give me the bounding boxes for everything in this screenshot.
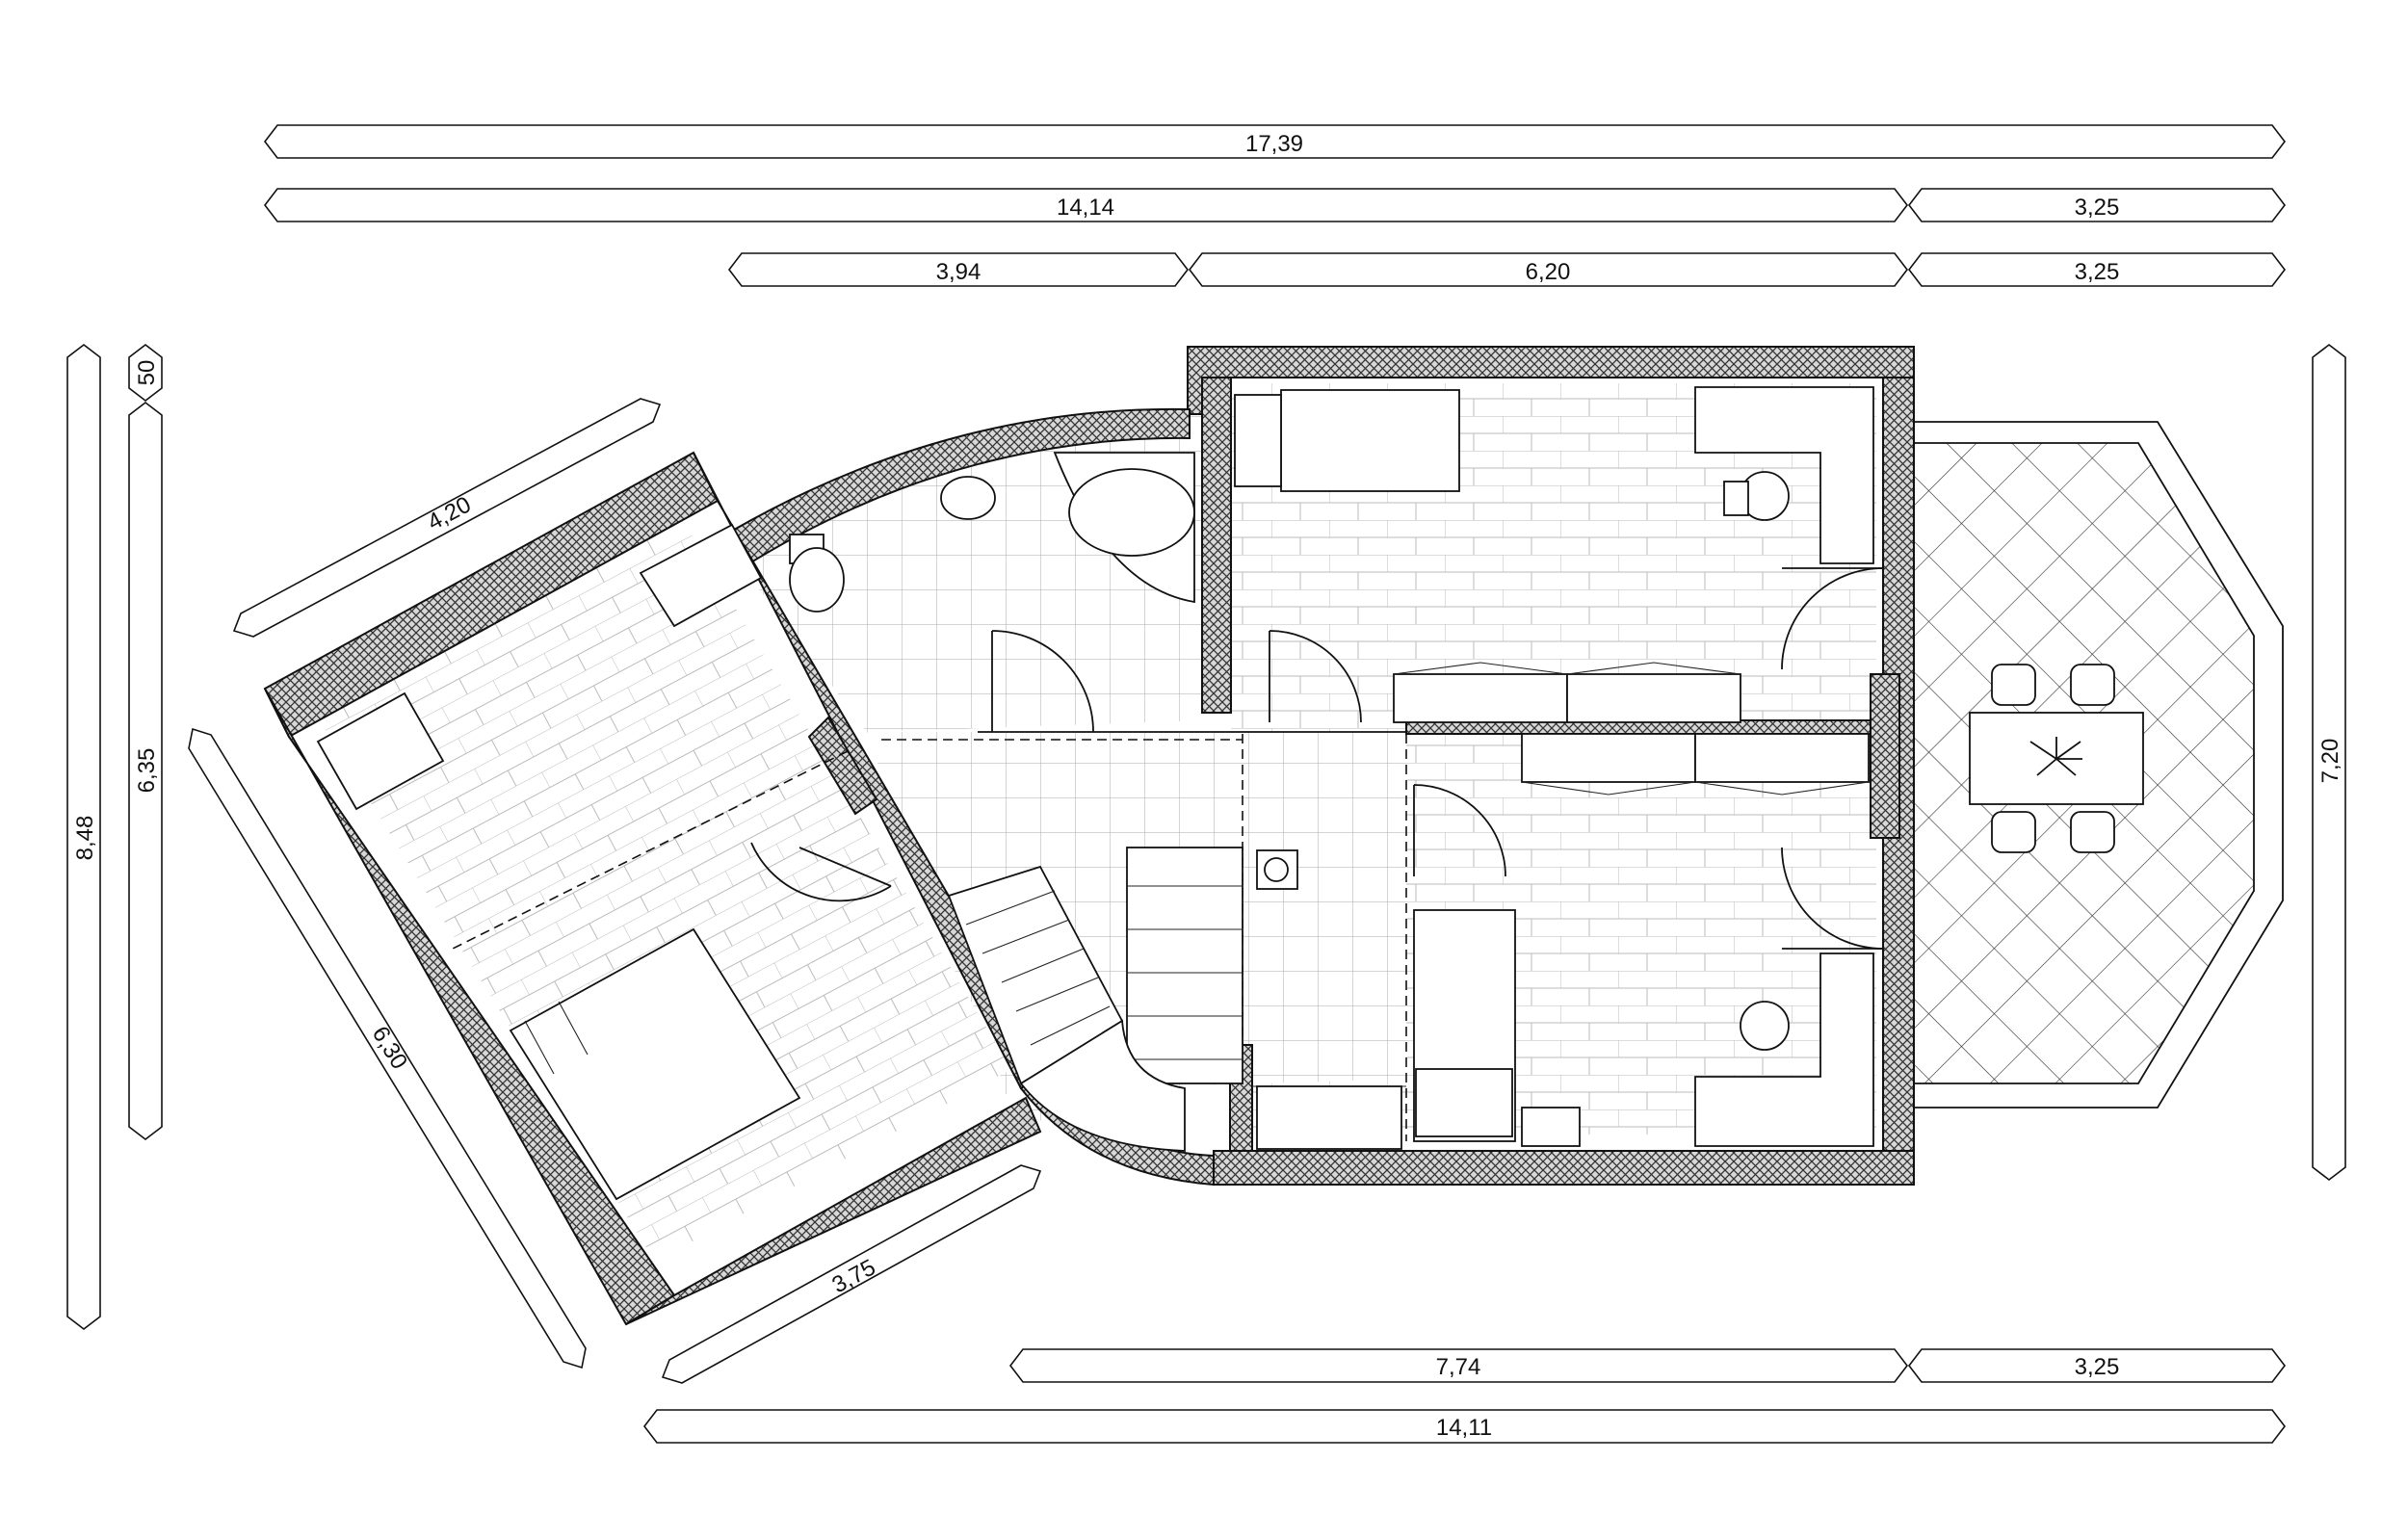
dim-bar-top-seg-c: [1907, 252, 2287, 287]
dim-bottom-right: 3,25: [1907, 1348, 2287, 1383]
wall-wing-bottom: [625, 1096, 1042, 1325]
chimney: [1256, 849, 1298, 890]
double-bed: [509, 927, 801, 1201]
dim-left-small: 50: [128, 343, 163, 403]
dim-bar-right-total: [2312, 343, 2346, 1182]
dim-label-left-total: 8,48: [72, 816, 98, 861]
bed-top: [1234, 389, 1460, 492]
dim-label-left-small: 50: [134, 360, 160, 386]
chair-terrace-2: [2070, 664, 2115, 706]
dim-bar-left-main: [128, 401, 163, 1141]
door-terrace-bottom[interactable]: [1781, 847, 1884, 950]
dim-label-top-seg-b: 6,20: [1526, 259, 1571, 285]
sink: [940, 476, 996, 520]
dim-label-top-right: 3,25: [2075, 195, 2120, 221]
dim-bar-top-total: [263, 124, 2287, 159]
wall-bath-curve: [716, 407, 1191, 570]
chair-terrace-1: [1991, 664, 2036, 706]
dim-left-main: 6,35: [128, 401, 163, 1141]
terrace-table: [1969, 664, 2144, 853]
dim-bar-left-total: [66, 343, 101, 1331]
dim-bar-top-right: [1907, 188, 2287, 222]
dim-bottom-total: 14,11: [642, 1409, 2287, 1444]
dim-bar-wing-side: [188, 727, 587, 1369]
dim-label-bottom-right: 3,25: [2075, 1354, 2120, 1380]
dim-label-top-seg-c: 3,25: [2075, 259, 2120, 285]
dim-bar-wing-top: [232, 398, 662, 638]
dim-bar-bottom-main: [1008, 1348, 1909, 1383]
wing-floor-brick: [318, 506, 1011, 1262]
bathtub: [1053, 452, 1195, 604]
bed-bottom: [1413, 909, 1516, 1142]
terrace-railing: [1914, 421, 2284, 1109]
flue-icon: [1264, 857, 1289, 882]
dim-label-bottom-total: 14,11: [1436, 1415, 1492, 1441]
dim-bar-top-seg-a: [727, 252, 1190, 287]
toilet: [789, 534, 845, 613]
dim-label-top-total: 17,39: [1245, 131, 1303, 157]
chair-terrace-4: [2070, 811, 2115, 853]
dim-bottom-main: 7,74: [1008, 1348, 1909, 1383]
door-wing[interactable]: [750, 842, 892, 902]
dim-bar-top-left: [263, 188, 1909, 222]
cabinet-wing: [639, 523, 763, 628]
dim-top-left: 14,14: [263, 188, 1909, 222]
shelves-upper: [1393, 662, 1741, 723]
dim-top-right: 3,25: [1907, 188, 2287, 222]
staircase[interactable]: [947, 847, 1243, 1152]
dim-label-left-main: 6,35: [134, 748, 160, 794]
door-office-top[interactable]: [1269, 630, 1362, 723]
dim-label-top-seg-a: 3,94: [936, 259, 982, 285]
plant-icon: [2029, 737, 2082, 776]
dim-top-seg-b: 6,20: [1188, 252, 1909, 287]
dim-bar-wing-bottom: [661, 1164, 1042, 1384]
wall-interior-right: [1870, 673, 1900, 839]
dim-label-bottom-main: 7,74: [1436, 1354, 1481, 1380]
dim-top-seg-a: 3,94: [727, 252, 1190, 287]
dim-label-top-left: 14,14: [1057, 195, 1114, 221]
chair-bottom-icon: [1740, 1001, 1790, 1051]
dim-bar-left-small: [128, 343, 163, 403]
dim-top-total: 17,39: [263, 124, 2287, 159]
shelves-lower: [1521, 733, 1870, 796]
wall-wing-inner: [807, 716, 878, 816]
dim-bar-bottom-total: [642, 1409, 2287, 1444]
desk-bottom: [1694, 952, 1874, 1147]
dim-left-total: 8,48: [66, 343, 101, 1331]
desk-top: [1694, 386, 1874, 564]
dim-label-right-total: 7,20: [2317, 739, 2343, 784]
cabinet-bottom-right: [1521, 1107, 1581, 1147]
dim-bar-bottom-right: [1907, 1348, 2287, 1383]
dim-top-seg-c: 3,25: [1907, 252, 2287, 287]
dim-right-total: 7,20: [2312, 343, 2346, 1182]
wardrobe-wing: [316, 691, 445, 811]
door-terrace-top[interactable]: [1781, 567, 1884, 670]
cabinet-bottom: [1256, 1085, 1402, 1150]
dim-bar-top-seg-b: [1188, 252, 1909, 287]
door-bath[interactable]: [991, 630, 1094, 733]
wall-main-bottom: [1213, 1150, 1915, 1186]
wing-dash: [452, 750, 849, 950]
wall-main-left: [1201, 377, 1232, 714]
chair-terrace-3: [1991, 811, 2036, 853]
door-office-bottom[interactable]: [1413, 784, 1506, 877]
